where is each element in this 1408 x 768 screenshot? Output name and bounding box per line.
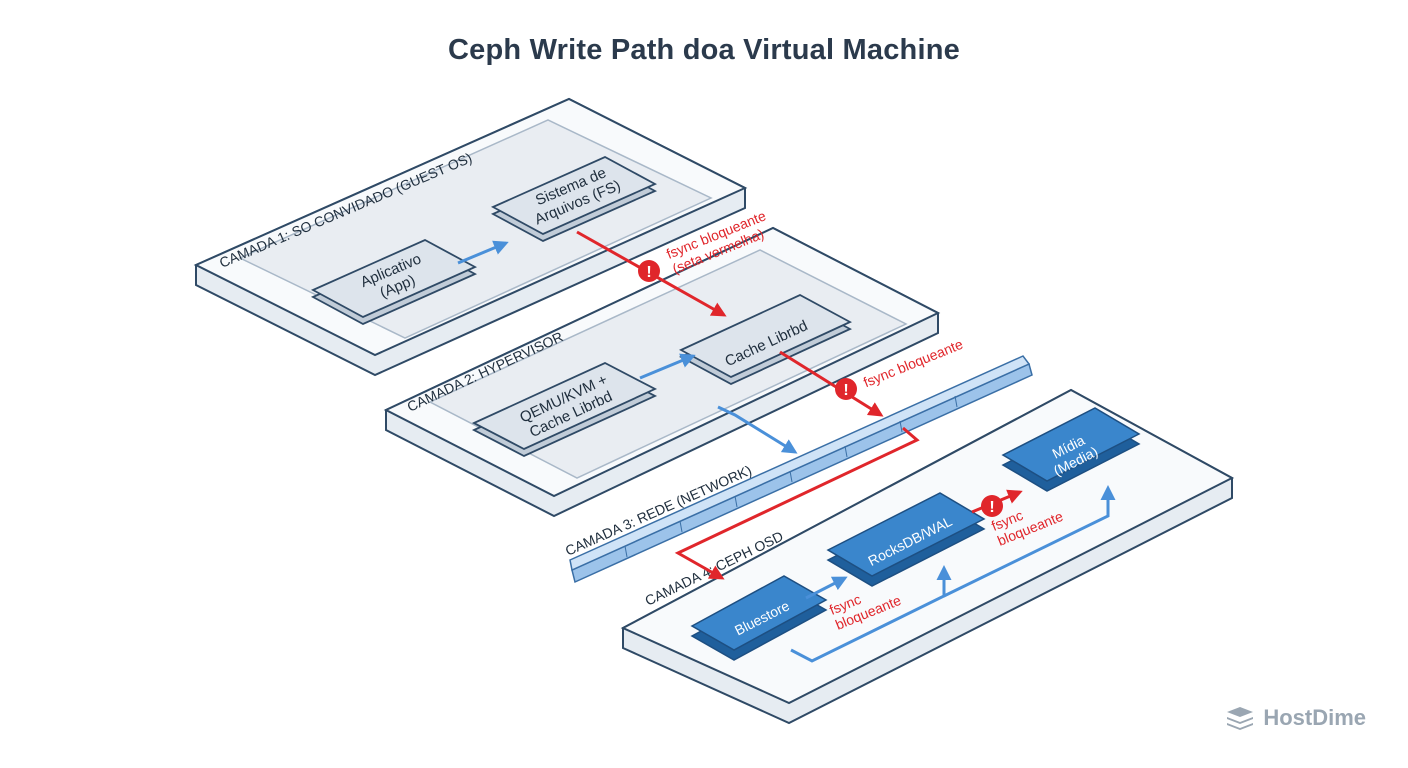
bluestore-to-rocksdb-return-arrow <box>790 565 952 663</box>
layer-hypervisor: CAMADA 2: HYPERVISOR QEMU/KVM +Cache Lib… <box>383 226 941 518</box>
network-to-bluestore-fsync-arrow <box>674 426 920 580</box>
rocksdb-to-media-return-arrow <box>943 485 1116 598</box>
page-title: Ceph Write Path doa Virtual Machine <box>448 34 960 66</box>
network-bar-top <box>569 355 1031 572</box>
qemu-box: QEMU/KVM +Cache Librbd <box>471 361 658 458</box>
rocksdb-box: RocksDB/WAL <box>826 492 986 587</box>
warning-icon-1: ! <box>638 260 660 282</box>
cache-to-network-fsync-arrow <box>779 350 884 417</box>
bluestore-box: Bluestore <box>690 575 828 661</box>
app-to-fs-arrow <box>457 240 509 265</box>
bluestore-to-rocksdb-arrow <box>805 576 848 600</box>
svg-text:!: ! <box>989 499 994 516</box>
qemu-to-cache-arrow <box>639 353 696 380</box>
hypervisor-to-network-arrow <box>717 405 798 454</box>
hostdime-logo: HostDime <box>1225 705 1366 731</box>
brand-name: HostDime <box>1263 705 1366 730</box>
layer-ceph-osd: CAMADA 4: CEPH OSD Bluestore RocksDB/WAL… <box>620 388 1235 725</box>
librbd-cache-box: Cache Librbd <box>678 293 853 386</box>
warning-icon-3: ! <box>981 495 1003 517</box>
svg-text:!: ! <box>843 382 848 399</box>
network-bar-segments <box>624 395 958 558</box>
server-stack-icon <box>1227 707 1254 730</box>
app-box: Aplicativo(App) <box>310 238 478 326</box>
warning-icon-2: ! <box>835 378 857 400</box>
svg-text:!: ! <box>646 264 651 281</box>
media-box: Mídia(Media) <box>1001 407 1141 492</box>
